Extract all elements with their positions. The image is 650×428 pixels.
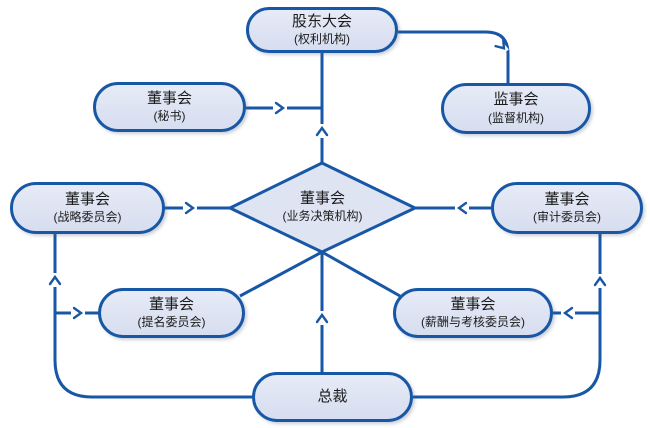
node-subtitle: (战略委员会) — [53, 210, 122, 225]
edge-board-nomination — [239, 250, 323, 298]
node-audit-committee: 董事会 (审计委员会) — [491, 182, 643, 234]
node-subtitle: (业务决策机构) — [282, 209, 363, 224]
node-board-decision: 董事会 (业务决策机构) — [242, 179, 403, 235]
node-subtitle: (秘书) — [153, 109, 186, 124]
node-nomination-committee: 董事会 (提名委员会) — [98, 288, 245, 338]
arrow-up-from-president-icon — [315, 311, 329, 325]
arrow-up-to-audit-icon — [593, 274, 607, 288]
node-shareholders: 股东大会 (权利机构) — [246, 7, 398, 53]
node-secretary: 董事会 (秘书) — [93, 82, 246, 132]
node-subtitle: (权利机构) — [294, 32, 350, 47]
node-title: 董事会 — [148, 295, 194, 313]
node-title: 总裁 — [317, 387, 348, 405]
node-title: 股东大会 — [291, 12, 352, 30]
arrow-left-from-audit-icon — [455, 201, 469, 215]
node-title: 董事会 — [146, 89, 192, 107]
node-title: 董事会 — [299, 189, 345, 207]
node-subtitle: (提名委员会) — [137, 315, 206, 330]
node-title: 董事会 — [450, 295, 496, 313]
edge-president-strategy-loop — [53, 234, 252, 399]
node-title: 董事会 — [544, 190, 590, 208]
node-subtitle: (薪酬与考核委员会) — [421, 315, 525, 330]
node-supervisory: 监事会 (监督机构) — [441, 83, 591, 134]
arrow-to-supervisory-icon — [494, 38, 509, 54]
node-compensation-committee: 董事会 (薪酬与考核委员会) — [393, 288, 553, 338]
edge-shareholders-supervisory — [398, 30, 510, 83]
arrow-up-to-shareholders-icon — [315, 124, 329, 138]
node-subtitle: (审计委员会) — [533, 210, 601, 225]
node-board-diamond-shape — [228, 161, 417, 254]
edge-president-audit-loop — [413, 234, 602, 399]
arrow-right-to-nomination-icon — [71, 306, 85, 320]
arrow-up-to-strategy-icon — [48, 273, 62, 287]
node-president: 总裁 — [252, 372, 413, 422]
arrow-right-from-strategy-icon — [183, 201, 197, 215]
node-subtitle: (监督机构) — [488, 110, 544, 125]
node-title: 监事会 — [493, 91, 539, 109]
arrow-left-to-compensation-icon — [561, 306, 575, 320]
node-strategy-committee: 董事会 (战略委员会) — [10, 182, 165, 234]
arrow-right-from-secretary-icon — [273, 101, 287, 115]
node-title: 董事会 — [64, 190, 110, 208]
edge-board-compensation — [321, 250, 401, 298]
